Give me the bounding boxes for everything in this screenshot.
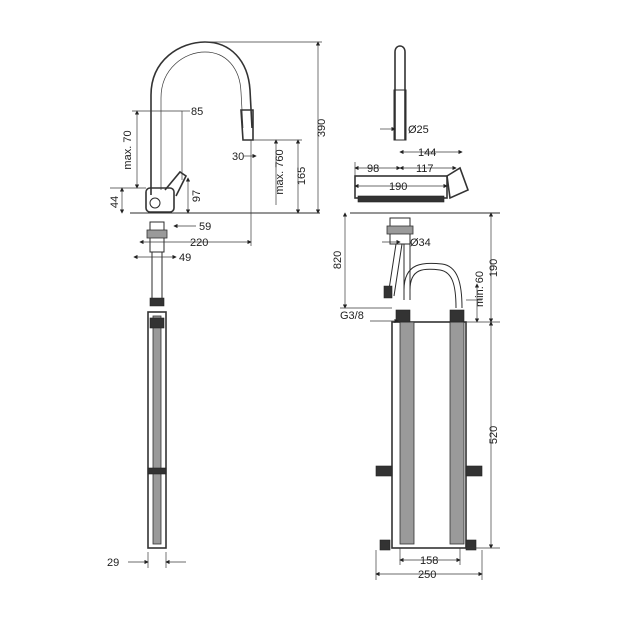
front-guide-right bbox=[449, 321, 465, 545]
dim-g38: G3/8 bbox=[340, 310, 364, 322]
front-hose-curve bbox=[403, 262, 463, 309]
dim-85: 85 bbox=[191, 106, 203, 118]
hose-guide-clip-top bbox=[149, 317, 165, 329]
side-view: 390 165 max. 760 30 85 max. 70 97 44 59 bbox=[107, 41, 328, 569]
dim-dia34: Ø34 bbox=[410, 237, 431, 249]
dim-44: 44 bbox=[109, 196, 121, 208]
hose-guide-clip-mid bbox=[147, 467, 167, 475]
front-lever bbox=[446, 166, 470, 200]
dim-390: 390 bbox=[316, 119, 328, 137]
dim-117: 117 bbox=[416, 163, 434, 175]
dim-49: 49 bbox=[179, 252, 191, 264]
dim-820: 820 bbox=[332, 251, 344, 269]
dim-165: 165 bbox=[296, 167, 308, 185]
dim-190b: 190 bbox=[488, 259, 500, 277]
front-guide-housing bbox=[391, 321, 467, 549]
lever-handle bbox=[164, 170, 188, 197]
front-guide-foot-left bbox=[379, 539, 391, 551]
front-spout-tip bbox=[393, 89, 407, 141]
front-hose-fitting bbox=[383, 285, 393, 299]
dim-97: 97 bbox=[191, 190, 203, 202]
front-base-hatch bbox=[357, 195, 445, 203]
front-guide-foot-right bbox=[465, 539, 477, 551]
dim-59: 59 bbox=[199, 221, 211, 233]
dim-30: 30 bbox=[232, 151, 244, 163]
spout-outline bbox=[150, 41, 253, 195]
supply-hose bbox=[151, 252, 163, 300]
dim-29: 29 bbox=[107, 557, 119, 569]
front-spout bbox=[394, 45, 406, 140]
dim-min60: min. 60 bbox=[474, 271, 486, 307]
front-guide-left bbox=[399, 321, 415, 545]
hose-guide-inner bbox=[152, 315, 162, 545]
front-hose-right bbox=[403, 244, 411, 300]
spout-inner bbox=[160, 51, 244, 190]
dim-190a: 190 bbox=[389, 181, 407, 193]
dim-max760: max. 760 bbox=[274, 149, 286, 194]
tap-body bbox=[145, 187, 175, 213]
shank-nut bbox=[146, 229, 168, 239]
dim-520: 520 bbox=[488, 426, 500, 444]
dim-max70: max. 70 bbox=[122, 130, 134, 169]
dim-dia25: Ø25 bbox=[408, 124, 429, 136]
hose-connector bbox=[149, 297, 165, 307]
body-circle bbox=[149, 197, 161, 209]
front-guide-bracket-left bbox=[375, 465, 393, 477]
front-guide-top-left bbox=[395, 309, 411, 323]
front-guide-bracket-right bbox=[465, 465, 483, 477]
hose-guide-outer bbox=[147, 311, 167, 549]
dim-250: 250 bbox=[418, 569, 436, 581]
dim-144: 144 bbox=[418, 147, 436, 159]
dim-158: 158 bbox=[420, 555, 438, 567]
dim-220: 220 bbox=[190, 237, 208, 249]
front-guide-top-right bbox=[449, 309, 465, 323]
front-view: Ø25 144 98 117 190 Ø34 820 min. 60 190 G… bbox=[332, 45, 500, 581]
front-shank-nut bbox=[386, 225, 414, 235]
dim-98: 98 bbox=[367, 163, 379, 175]
